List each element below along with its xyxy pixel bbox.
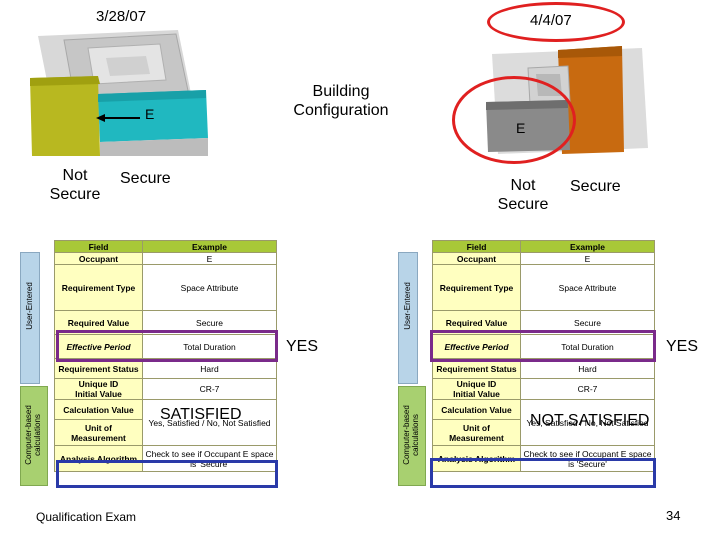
footer-title: Qualification Exam	[36, 510, 137, 524]
left-computer-bar	[20, 386, 48, 486]
field-cell: Occupant	[432, 252, 521, 265]
left-computer-label: Computer-based calculations	[24, 405, 42, 465]
right-user-entered-bar	[398, 252, 418, 384]
example-cell: CR-7	[142, 378, 277, 400]
right-computer-bar	[398, 386, 426, 486]
right-result-label: NOT SATISFIED	[530, 412, 650, 429]
left-effective-period-highlight	[56, 330, 278, 362]
field-cell: Unit of Measurement	[432, 419, 521, 446]
right-date: 4/4/07	[530, 12, 572, 29]
right-user-entered-label: User-Entered	[403, 282, 412, 330]
field-cell: Unit of Measurement	[54, 419, 143, 446]
field-cell: Effective Period	[432, 334, 521, 359]
left-date: 3/28/07	[96, 8, 147, 25]
right-yes-label: YES	[666, 338, 699, 355]
example-cell: E	[142, 252, 277, 265]
left-result-label: SATISFIED	[160, 406, 242, 423]
example-cell: CR-7	[520, 378, 655, 400]
example-cell: Check to see if Occupant E space is 'Sec…	[142, 445, 277, 472]
header-field: Field	[432, 240, 521, 253]
left-user-entered-bar	[20, 252, 40, 384]
left-building-image	[30, 30, 208, 156]
right-secure-label: Secure	[570, 178, 621, 195]
right-analysis-highlight	[430, 458, 656, 488]
left-secure-label: Secure	[120, 170, 171, 187]
example-cell: E	[520, 252, 655, 265]
building-configuration-label: Building Configuration	[293, 83, 389, 119]
right-date-highlight	[487, 2, 625, 42]
field-cell: Requirement Type	[432, 264, 521, 311]
field-cell: Calculation Value	[54, 399, 143, 420]
field-cell: Unique ID Initial Value	[54, 378, 143, 400]
left-arrow-icon	[96, 114, 140, 122]
field-cell: Analysis Algorithm	[54, 445, 143, 472]
example-cell: Yes, Satisfied / No, Not Satisfied	[520, 399, 655, 446]
example-cell: Space Attribute	[142, 264, 277, 311]
field-cell: Unique ID Initial Value	[432, 378, 521, 400]
header-field: Field	[54, 240, 143, 253]
header-example: Example	[142, 240, 277, 253]
field-cell: Occupant	[54, 252, 143, 265]
header-example: Example	[520, 240, 655, 253]
field-cell: Calculation Value	[432, 399, 521, 420]
example-cell: Space Attribute	[520, 264, 655, 311]
page-number: 34	[666, 508, 681, 523]
left-user-entered-label: User-Entered	[25, 282, 34, 330]
right-building-highlight	[452, 76, 576, 164]
example-cell: Total Duration	[520, 334, 655, 359]
example-cell: Yes, Satisfied / No, Not Satisfied	[142, 399, 277, 446]
field-cell: Effective Period	[54, 334, 143, 359]
right-computer-label: Computer-based calculations	[402, 405, 420, 465]
right-zone-label: E	[516, 120, 526, 136]
right-effective-period-highlight	[430, 330, 656, 362]
right-not-secure-label: Not Secure	[497, 177, 549, 213]
left-zone-label: E	[145, 106, 155, 122]
field-cell: Requirement Status	[432, 358, 521, 379]
left-yes-label: YES	[286, 338, 319, 355]
left-analysis-highlight	[56, 460, 278, 488]
left-not-secure-label: Not Secure	[49, 167, 101, 203]
field-cell: Requirement Type	[54, 264, 143, 311]
